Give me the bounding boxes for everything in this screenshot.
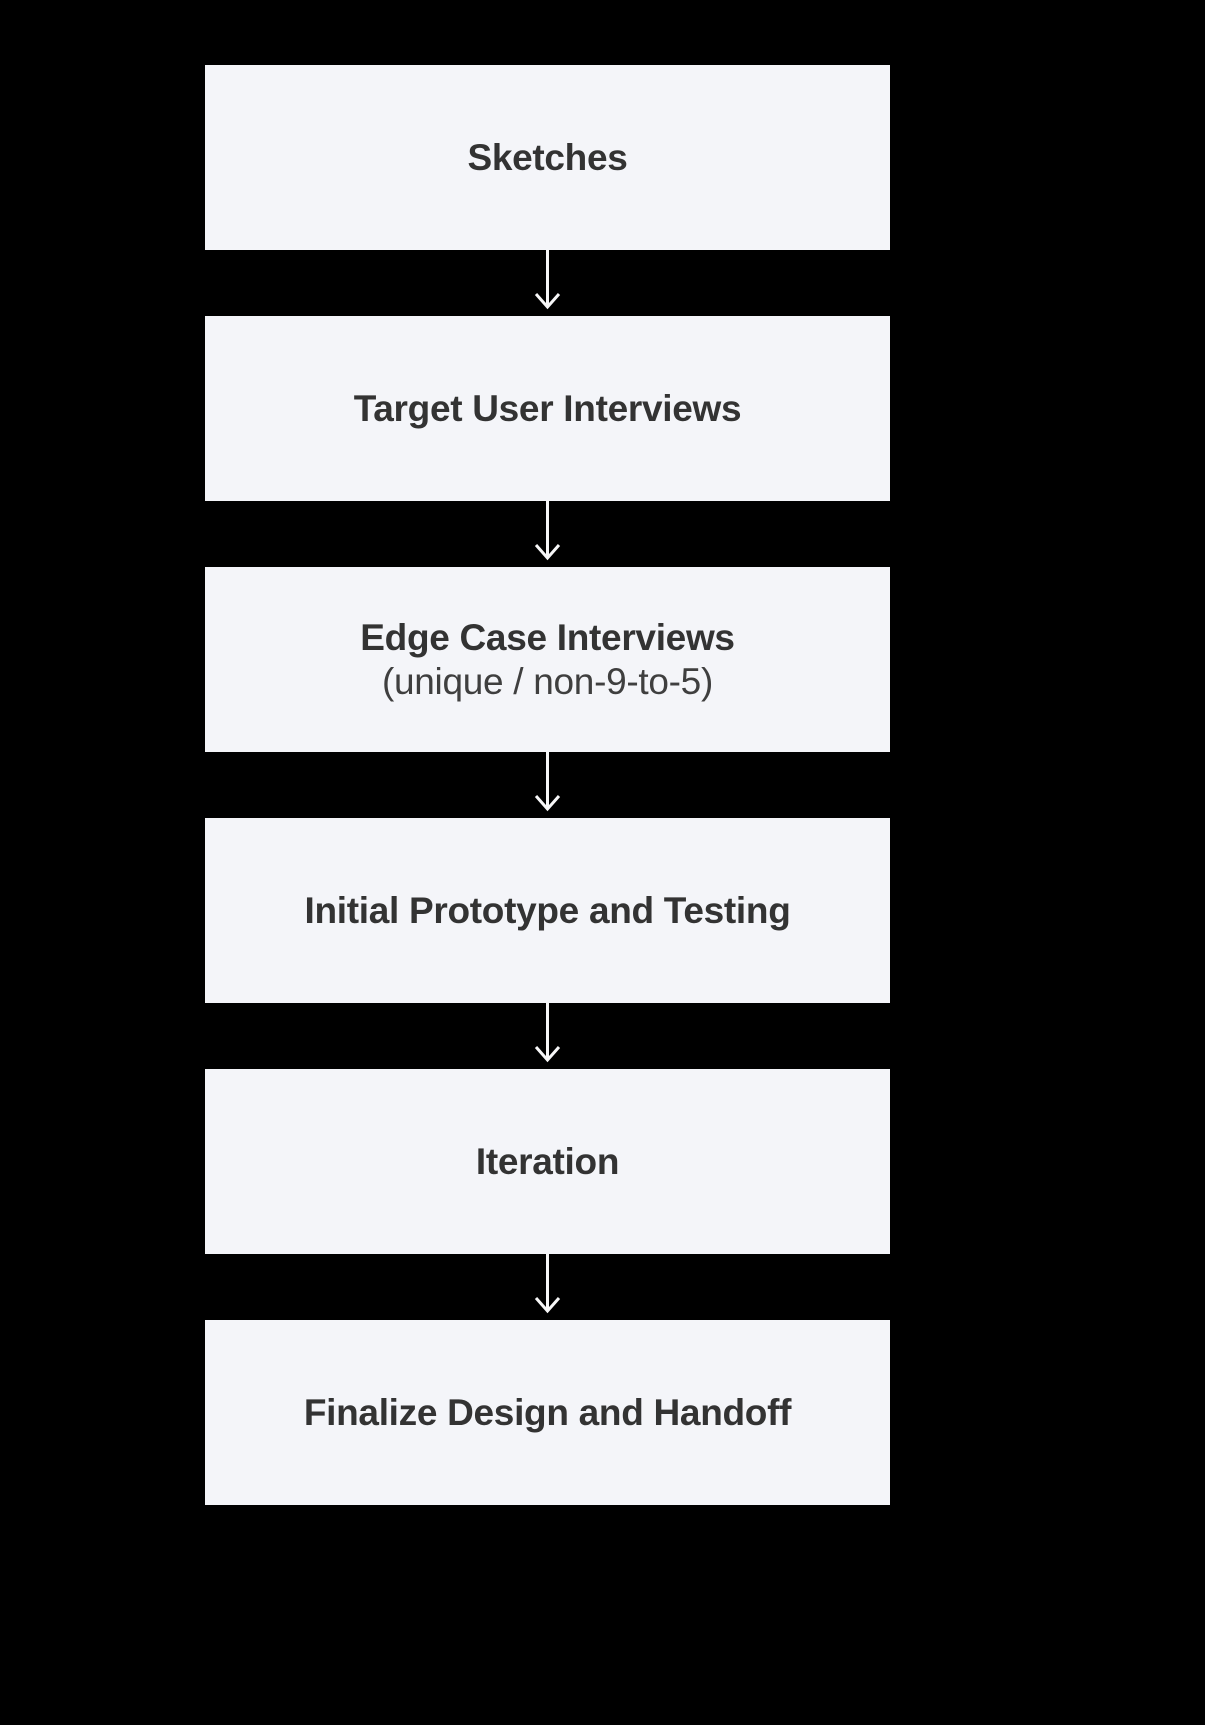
flowchart-edge-initial-prototype-and-testing-to-iteration — [205, 1003, 890, 1069]
arrow-head-icon — [534, 1297, 561, 1314]
flowchart-node-initial-prototype-and-testing[interactable]: Initial Prototype and Testing — [205, 818, 890, 1003]
arrow-head-icon — [534, 293, 561, 310]
arrow-head-icon — [534, 795, 561, 812]
flowchart-node-finalize-design-and-handoff[interactable]: Finalize Design and Handoff — [205, 1320, 890, 1505]
node-title: Initial Prototype and Testing — [304, 889, 791, 931]
flowchart-node-iteration[interactable]: Iteration — [205, 1069, 890, 1254]
arrow-head-icon — [534, 544, 561, 561]
flowchart-edge-iteration-to-finalize-design-and-handoff — [205, 1254, 890, 1320]
flowchart-edge-target-user-interviews-to-edge-case-interviews — [205, 501, 890, 567]
flowchart-node-target-user-interviews[interactable]: Target User Interviews — [205, 316, 890, 501]
arrow-head-icon — [534, 1046, 561, 1063]
flowchart-node-edge-case-interviews[interactable]: Edge Case Interviews (unique / non-9-to-… — [205, 567, 890, 752]
node-title: Edge Case Interviews — [360, 617, 735, 659]
flowchart-edge-sketches-to-target-user-interviews — [205, 250, 890, 316]
flowchart-edge-edge-case-interviews-to-initial-prototype-and-testing — [205, 752, 890, 818]
flowchart-node-column: Sketches Target User Interviews Edge Cas… — [205, 65, 890, 1505]
node-title: Target User Interviews — [353, 387, 742, 429]
flowchart-node-sketches[interactable]: Sketches — [205, 65, 890, 250]
node-title: Finalize Design and Handoff — [303, 1391, 792, 1433]
node-title: Sketches — [467, 136, 628, 178]
node-subtitle: (unique / non-9-to-5) — [381, 660, 713, 702]
node-title: Iteration — [475, 1140, 620, 1182]
